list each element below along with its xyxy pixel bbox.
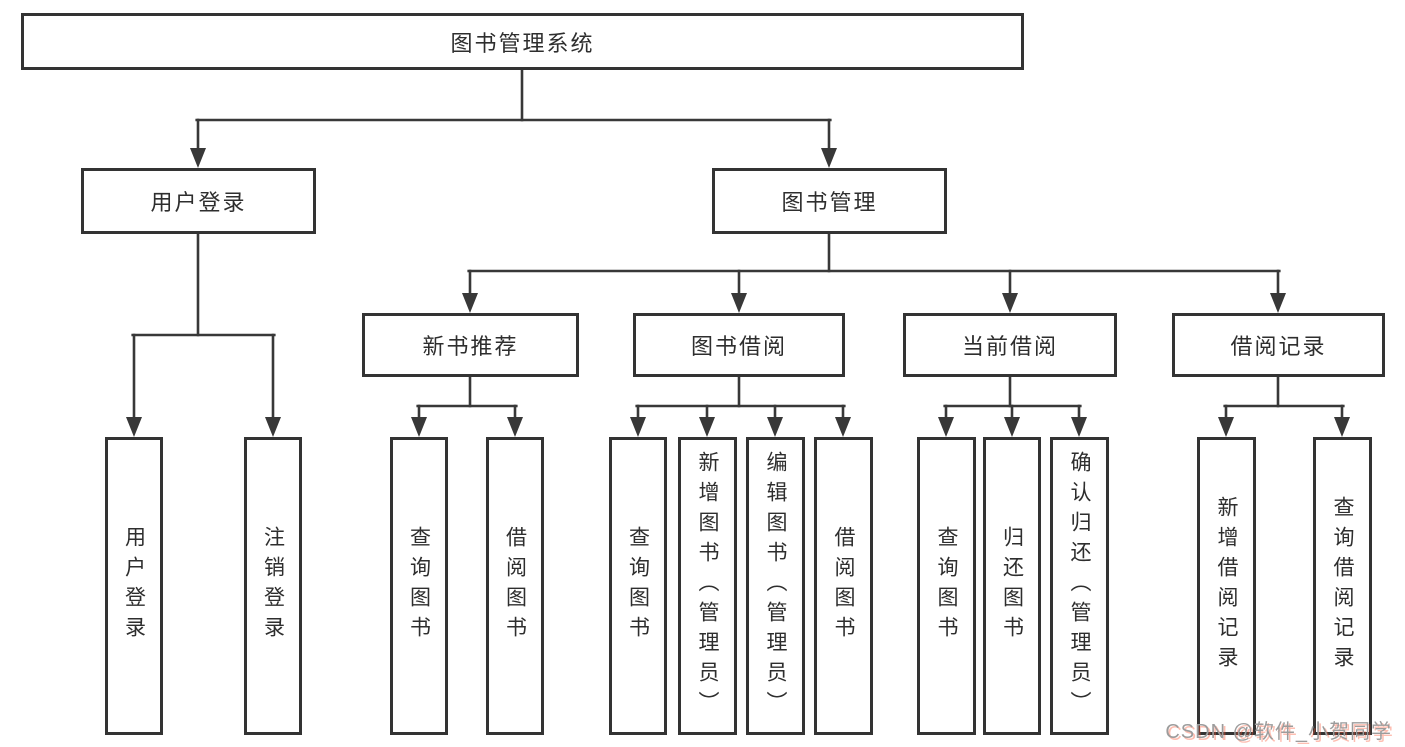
leaf-current-return-books: 归还图书 xyxy=(983,437,1041,735)
leaf-borrow-borrow-books: 借阅图书 xyxy=(814,437,873,735)
arrowhead-icon xyxy=(699,417,715,437)
leaf-logout: 注销登录 xyxy=(244,437,302,735)
arrowhead-icon xyxy=(1002,293,1018,313)
node-user-login: 用户登录 xyxy=(81,168,316,234)
arrowhead-icon xyxy=(462,293,478,313)
leaf-borrow-borrow-books-label: 借阅图书 xyxy=(832,526,855,646)
leaf-current-query-books: 查询图书 xyxy=(917,437,976,735)
leaf-user-login-label: 用户登录 xyxy=(122,526,146,646)
arrowhead-icon xyxy=(1004,417,1020,437)
leaf-borrow-edit-books-admin: 编辑图书（管理员） xyxy=(746,437,805,735)
csdn-watermark: CSDN @软件_小贺同学 xyxy=(1165,721,1392,743)
arrowhead-icon xyxy=(767,417,783,437)
arrowhead-icon xyxy=(126,417,142,437)
node-borrow-records-label: 借阅记录 xyxy=(1230,334,1327,359)
node-root: 图书管理系统 xyxy=(21,13,1024,70)
arrowhead-icon xyxy=(1270,293,1286,313)
node-book-borrow-label: 图书借阅 xyxy=(690,334,787,359)
leaf-records-add-record: 新增借阅记录 xyxy=(1197,437,1256,735)
arrowhead-icon xyxy=(507,417,523,437)
leaf-user-login: 用户登录 xyxy=(105,437,163,735)
arrowhead-icon xyxy=(938,417,954,437)
leaf-current-confirm-return-admin: 确认归还（管理员） xyxy=(1050,437,1109,735)
node-user-login-label: 用户登录 xyxy=(150,190,247,215)
node-new-book-recommend-label: 新书推荐 xyxy=(422,334,519,359)
node-book-management: 图书管理 xyxy=(712,168,947,234)
arrowhead-icon xyxy=(630,417,646,437)
leaf-records-add-record-label: 新增借阅记录 xyxy=(1215,496,1238,676)
arrowhead-icon xyxy=(265,417,281,437)
leaf-logout-label: 注销登录 xyxy=(261,526,285,646)
leaf-recommend-borrow-books: 借阅图书 xyxy=(486,437,544,735)
leaf-borrow-add-books-admin: 新增图书（管理员） xyxy=(678,437,737,735)
leaf-recommend-query-books: 查询图书 xyxy=(390,437,448,735)
arrowhead-icon xyxy=(1334,417,1350,437)
arrowhead-icon xyxy=(731,293,747,313)
arrowhead-icon xyxy=(1071,417,1087,437)
arrowhead-icon xyxy=(411,417,427,437)
node-book-management-label: 图书管理 xyxy=(781,190,878,215)
leaf-borrow-edit-books-admin-label: 编辑图书（管理员） xyxy=(764,451,787,721)
arrowhead-icon xyxy=(835,417,851,437)
node-current-borrow: 当前借阅 xyxy=(903,313,1117,377)
arrowhead-icon xyxy=(821,148,837,168)
leaf-borrow-add-books-admin-label: 新增图书（管理员） xyxy=(696,451,719,721)
node-current-borrow-label: 当前借阅 xyxy=(961,334,1058,359)
leaf-records-query-record: 查询借阅记录 xyxy=(1313,437,1372,735)
leaf-recommend-borrow-books-label: 借阅图书 xyxy=(503,526,527,646)
arrowhead-icon xyxy=(1218,417,1234,437)
node-borrow-records: 借阅记录 xyxy=(1172,313,1385,377)
node-root-label: 图书管理系统 xyxy=(450,30,595,56)
node-new-book-recommend: 新书推荐 xyxy=(362,313,579,377)
leaf-borrow-query-books: 查询图书 xyxy=(609,437,667,735)
leaf-records-query-record-label: 查询借阅记录 xyxy=(1331,496,1354,676)
leaf-current-confirm-return-admin-label: 确认归还（管理员） xyxy=(1068,451,1091,721)
arrowhead-icon xyxy=(190,148,206,168)
node-book-borrow: 图书借阅 xyxy=(633,313,845,377)
leaf-borrow-query-books-label: 查询图书 xyxy=(626,526,650,646)
leaf-current-query-books-label: 查询图书 xyxy=(935,526,958,646)
leaf-current-return-books-label: 归还图书 xyxy=(1000,526,1024,646)
leaf-recommend-query-books-label: 查询图书 xyxy=(407,526,431,646)
